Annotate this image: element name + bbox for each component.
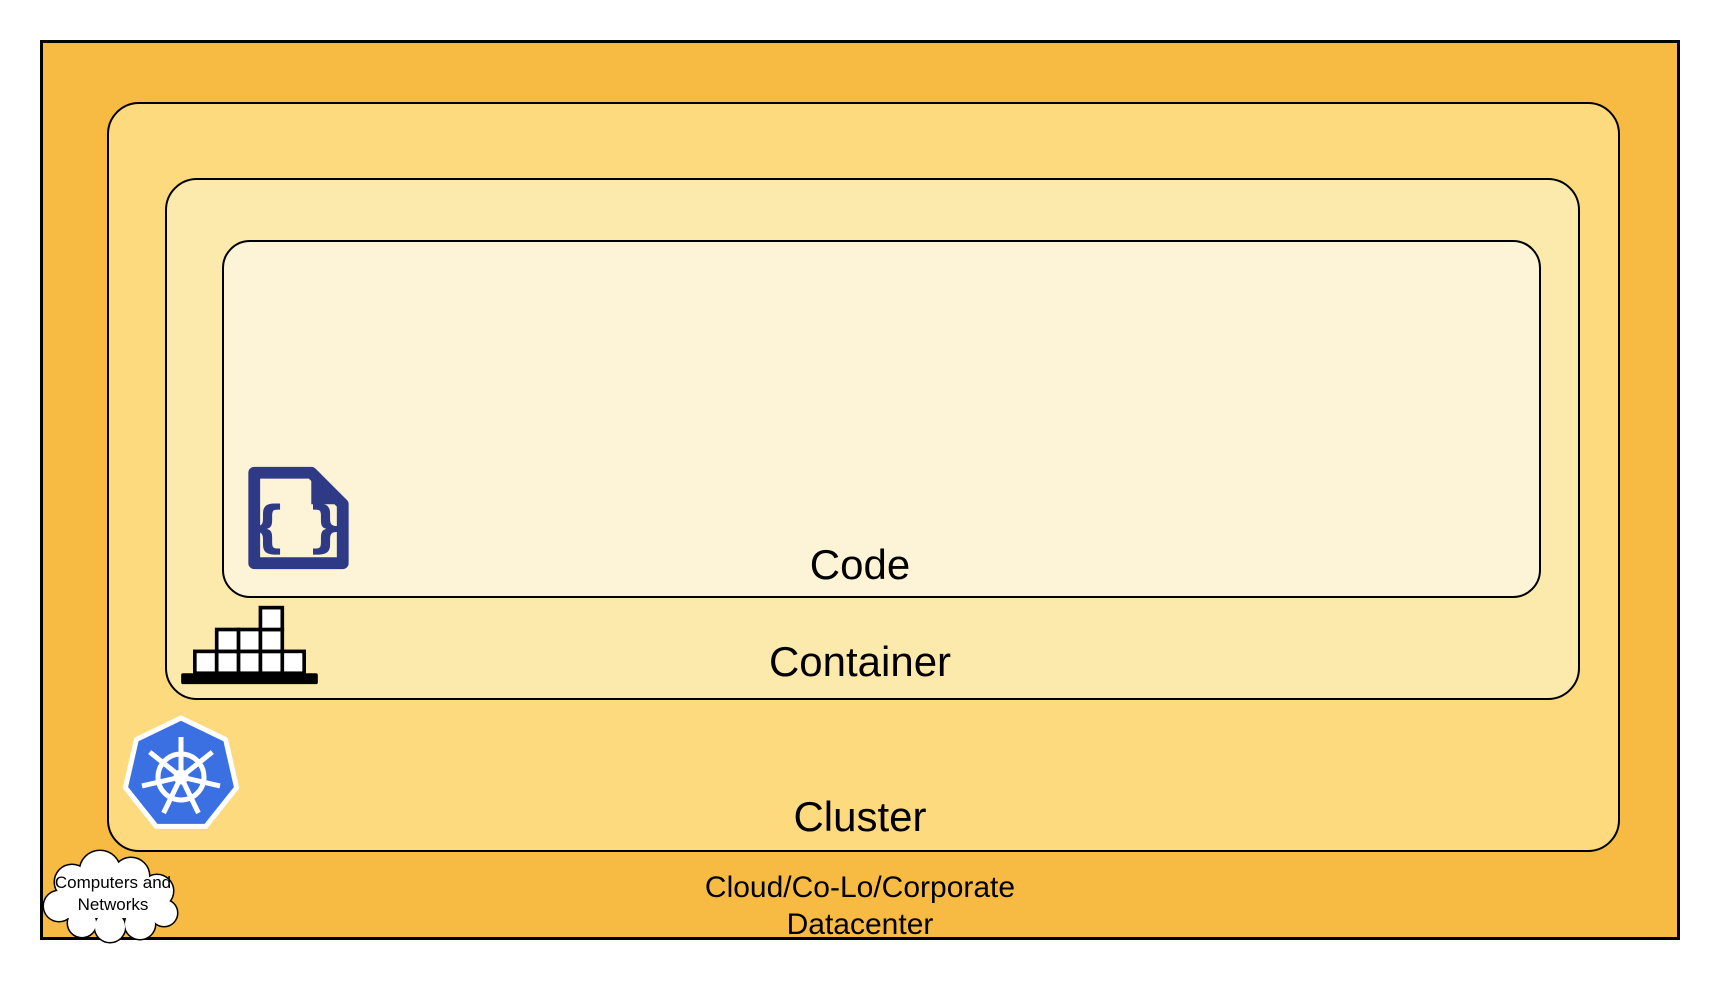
- layer-datacenter: [40, 40, 1680, 940]
- cloud-body: [44, 851, 177, 942]
- helm-wheel: [141, 737, 221, 815]
- layer-cluster: [107, 102, 1620, 852]
- datacenter-label-line2: Datacenter: [786, 908, 934, 941]
- kubernetes-icon: [119, 712, 243, 838]
- cloud-callout-line1: Computers and: [54, 873, 172, 892]
- cloud-callout-line2: Networks: [77, 895, 149, 914]
- container-label: Container: [768, 638, 952, 685]
- datacenter-label-line1: Cloud/Co-Lo/Corporate: [704, 871, 1016, 904]
- cloud-callout-label: Computers and Networks: [38, 872, 188, 916]
- layer-code: [222, 240, 1541, 598]
- cluster-label: Cluster: [793, 793, 927, 840]
- file-outline: [248, 466, 349, 570]
- container-boxes-svg: [181, 605, 318, 685]
- container-boxes-icon: [181, 604, 318, 686]
- helm-wheel-hub: [173, 769, 189, 785]
- box-stack-base: [181, 673, 318, 685]
- code-label: Code: [809, 541, 911, 588]
- code-file-icon: { }: [238, 457, 357, 575]
- file-fold-corner: [311, 472, 343, 505]
- kubernetes-svg: [122, 715, 240, 829]
- code-file-icon-svg: { }: [248, 466, 349, 570]
- cloud-svg: [42, 849, 179, 944]
- layer-container: [165, 178, 1580, 700]
- curly-braces-glyph: { }: [248, 495, 346, 559]
- cloud-icon: Computers and Networks: [38, 846, 188, 944]
- datacenter-label: Cloud/Co-Lo/Corporate Datacenter: [0, 869, 1720, 943]
- box-stack: [193, 605, 306, 676]
